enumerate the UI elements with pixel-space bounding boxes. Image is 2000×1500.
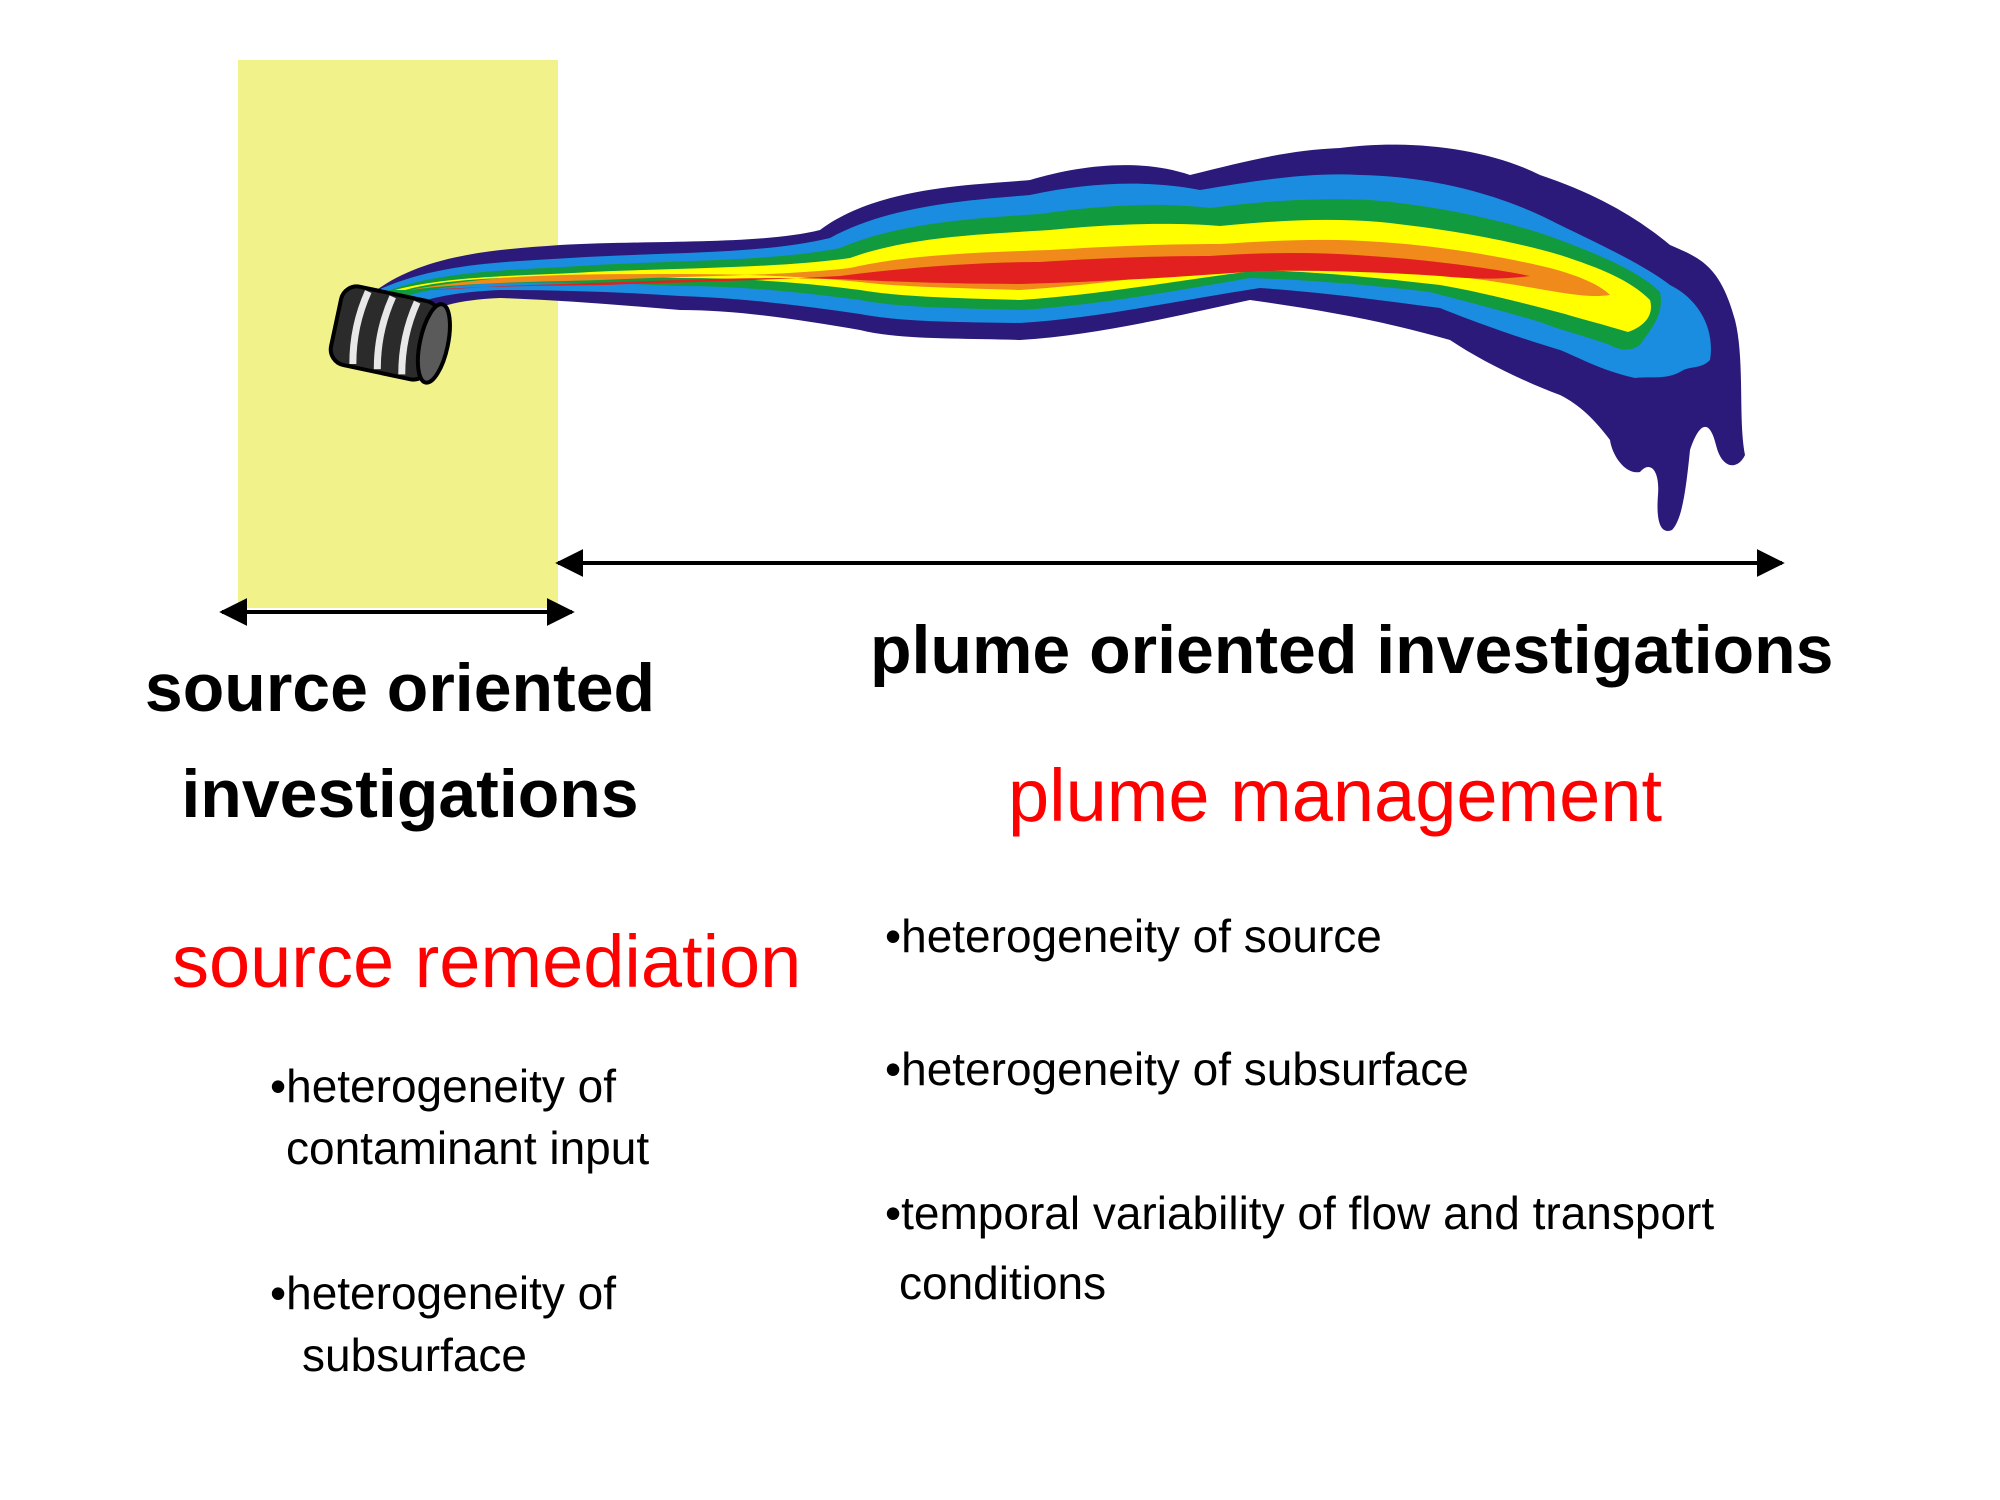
source-bullet-2: •heterogeneity of subsurface xyxy=(270,1262,616,1386)
source-bullet-1: •heterogeneity of contaminant input xyxy=(270,1055,649,1179)
plume-bullet-3-line1: •temporal variability of flow and transp… xyxy=(885,1187,1715,1239)
source-bullet-1-line2: contaminant input xyxy=(286,1122,650,1174)
source-bullet-2-line1: •heterogeneity of xyxy=(270,1267,617,1319)
plume-bullet-2-line1: •heterogeneity of subsurface xyxy=(885,1043,1469,1095)
source-action-label: source remediation xyxy=(172,920,802,1003)
plume-bullet-1-line1: •heterogeneity of source xyxy=(885,910,1382,962)
source-bullet-2-line2: subsurface xyxy=(302,1329,528,1381)
plume-band-red xyxy=(425,253,1530,290)
source-bullet-1-line1: •heterogeneity of xyxy=(270,1060,617,1112)
plume-bullet-3-line2: conditions xyxy=(899,1257,1107,1309)
plume-bullet-1: •heterogeneity of source xyxy=(885,905,1382,967)
plume-heading: plume oriented investigations xyxy=(870,612,1834,688)
plume-bullet-3: •temporal variability of flow and transp… xyxy=(885,1182,1714,1314)
source-heading-line2: investigations xyxy=(181,756,639,832)
source-heading-line1: source oriented xyxy=(144,650,656,726)
plume-bullet-2: •heterogeneity of subsurface xyxy=(885,1038,1469,1100)
contaminant-plume xyxy=(370,144,1745,531)
plume-action-label: plume management xyxy=(1008,754,1663,837)
barrel-icon xyxy=(328,284,452,385)
